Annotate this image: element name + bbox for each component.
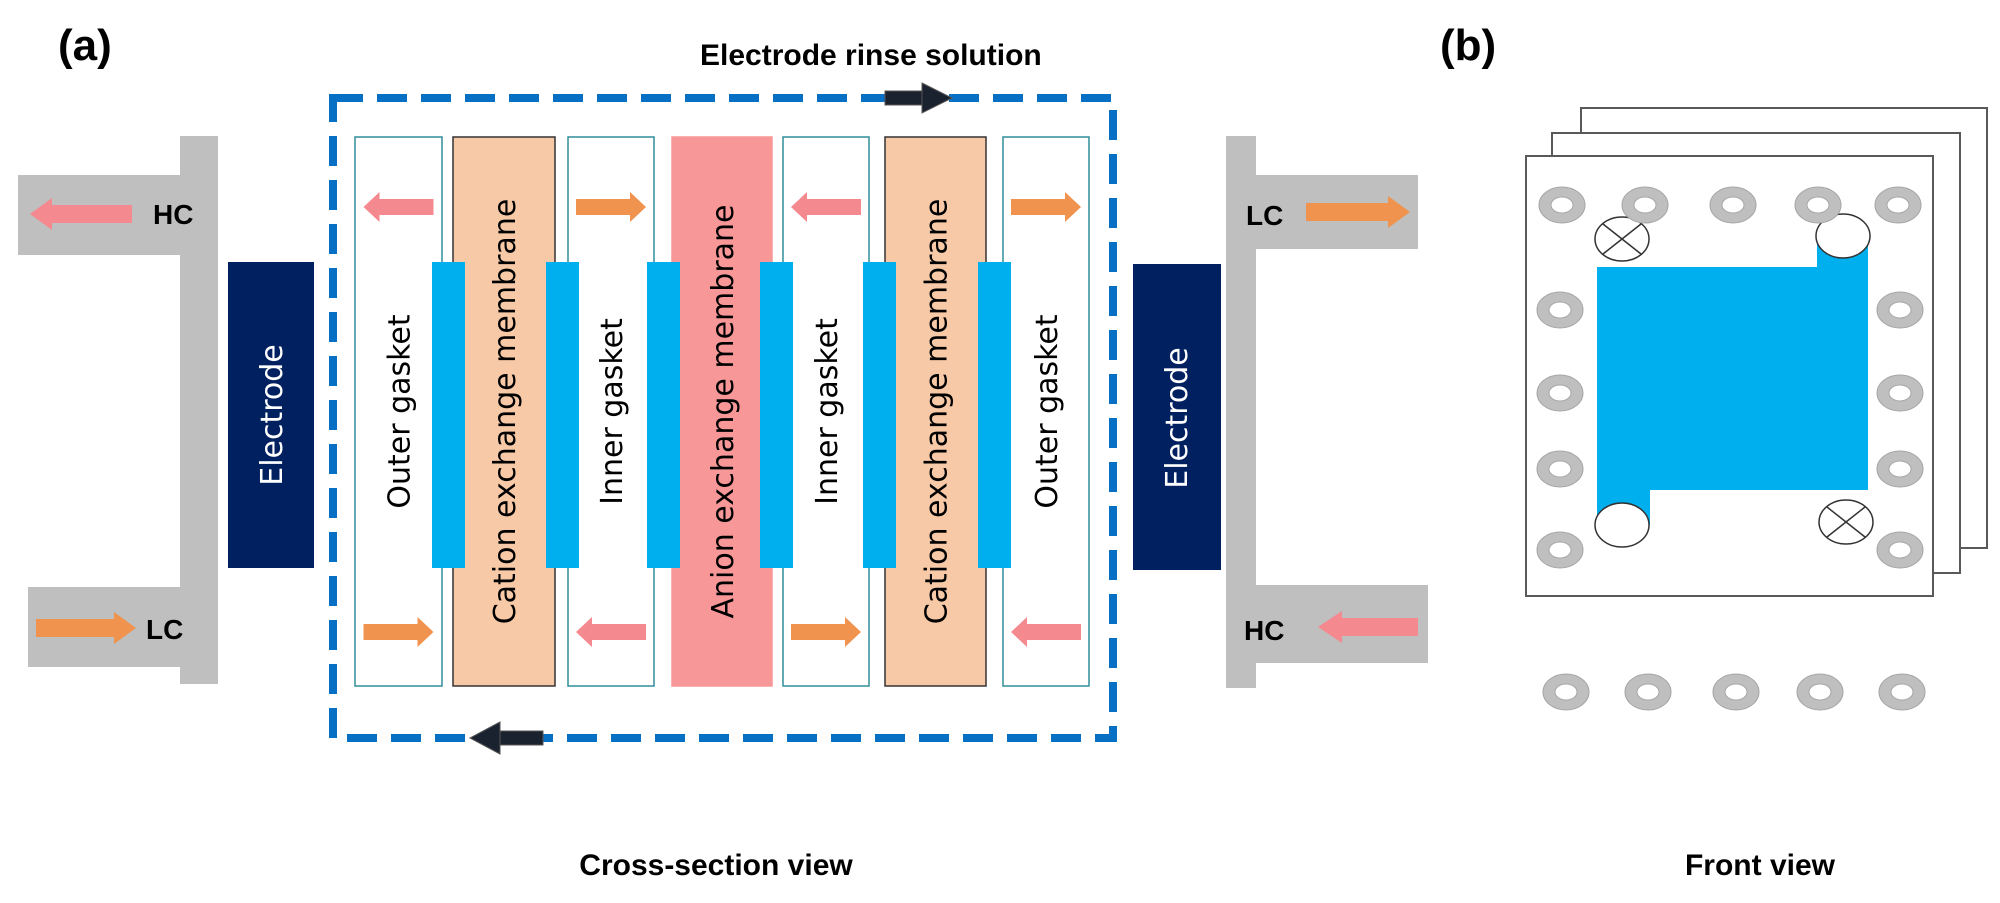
open-port-top-right	[1815, 213, 1871, 259]
bolt-hole-8	[1796, 673, 1844, 711]
flow-arrow-top-6-icon	[1011, 192, 1081, 222]
spacer-3	[760, 262, 793, 568]
spacer-5	[978, 262, 1011, 568]
rinse-arrow-left-icon	[468, 721, 544, 755]
bolt-hole-5	[1542, 673, 1590, 711]
right-lc-out-arrow-icon	[1306, 196, 1410, 228]
panel-b-label: (b)	[1440, 21, 1496, 70]
flow-arrow-bottom-2-icon	[576, 617, 646, 647]
bolt-hole-3	[1794, 186, 1842, 224]
layer-gasket-0	[354, 136, 443, 687]
left-top-port-label: HC	[153, 199, 193, 230]
left-hc-out-arrow-icon	[30, 198, 132, 230]
closed-port-top-left-icon	[1594, 216, 1650, 262]
flow-arrow-bottom-4-icon	[791, 617, 861, 647]
spacer-0	[432, 262, 465, 568]
layer-gasket-6	[1002, 136, 1090, 687]
flow-arrow-top-4-icon	[791, 192, 861, 222]
layer-label-5: Cation exchange membrane	[920, 199, 955, 625]
flow-arrow-bottom-0-icon	[363, 617, 434, 647]
bolt-hole-15	[1876, 450, 1924, 488]
bolt-hole-9	[1878, 673, 1926, 711]
bolt-hole-6	[1624, 673, 1672, 711]
bolt-hole-4	[1874, 186, 1922, 224]
layer-label-2: Inner gasket	[595, 318, 630, 505]
panel-b-caption: Front view	[1685, 849, 1836, 882]
panel-a-caption: Cross-section view	[579, 849, 853, 882]
right-top-port-label: LC	[1246, 200, 1283, 231]
bolt-hole-14	[1536, 450, 1584, 488]
bolt-hole-2	[1709, 186, 1757, 224]
rinse-arrow-right-icon	[884, 82, 954, 114]
bolt-hole-12	[1536, 374, 1584, 412]
bolt-hole-1	[1621, 186, 1669, 224]
panel-a-label: (a)	[58, 21, 112, 70]
bolt-hole-17	[1876, 531, 1924, 569]
left-lc-in-arrow-icon	[36, 612, 136, 644]
layer-label-1: Cation exchange membrane	[488, 199, 523, 625]
rinse-loop	[329, 94, 1117, 742]
bolt-hole-16	[1536, 531, 1584, 569]
right-electrode-label: Electrode	[1160, 347, 1195, 489]
flow-channel	[1597, 236, 1868, 525]
rinse-solution-label: Electrode rinse solution	[700, 39, 1042, 72]
bolt-holes	[1536, 186, 1926, 711]
layer-gasket-4	[782, 136, 870, 687]
right-hc-in-arrow-icon	[1318, 611, 1418, 643]
closed-port-bottom-right-icon	[1818, 499, 1874, 545]
bolt-hole-11	[1876, 291, 1924, 329]
layer-cation-1	[452, 136, 556, 687]
bolt-hole-7	[1712, 673, 1760, 711]
spacer-1	[546, 262, 579, 568]
right-bottom-port-label: HC	[1244, 615, 1284, 646]
left-bottom-port-label: LC	[146, 614, 183, 645]
layer-label-0: Outer gasket	[383, 314, 418, 509]
layer-label-6: Outer gasket	[1030, 314, 1065, 509]
bolt-hole-10	[1536, 291, 1584, 329]
layer-label-4: Inner gasket	[810, 318, 845, 505]
layer-gasket-2	[567, 136, 655, 687]
right-electrode	[1133, 264, 1221, 570]
layer-label-3: Anion exchange membrane	[706, 204, 741, 618]
membrane-stack: Outer gasket Cation exchange membrane Inne…	[354, 136, 1090, 687]
bolt-hole-0	[1538, 186, 1586, 224]
layer-anion-3	[671, 136, 773, 687]
left-electrode-label: Electrode	[255, 344, 290, 486]
bolt-hole-13	[1876, 374, 1924, 412]
flow-arrow-bottom-6-icon	[1011, 617, 1081, 647]
front-view	[1525, 107, 1988, 597]
spacer-4	[863, 262, 896, 568]
left-electrode	[228, 262, 314, 568]
spacer-2	[647, 262, 680, 568]
open-port-bottom-left	[1594, 502, 1650, 548]
flow-arrow-top-0-icon	[363, 192, 434, 222]
flow-arrow-top-2-icon	[576, 192, 646, 222]
